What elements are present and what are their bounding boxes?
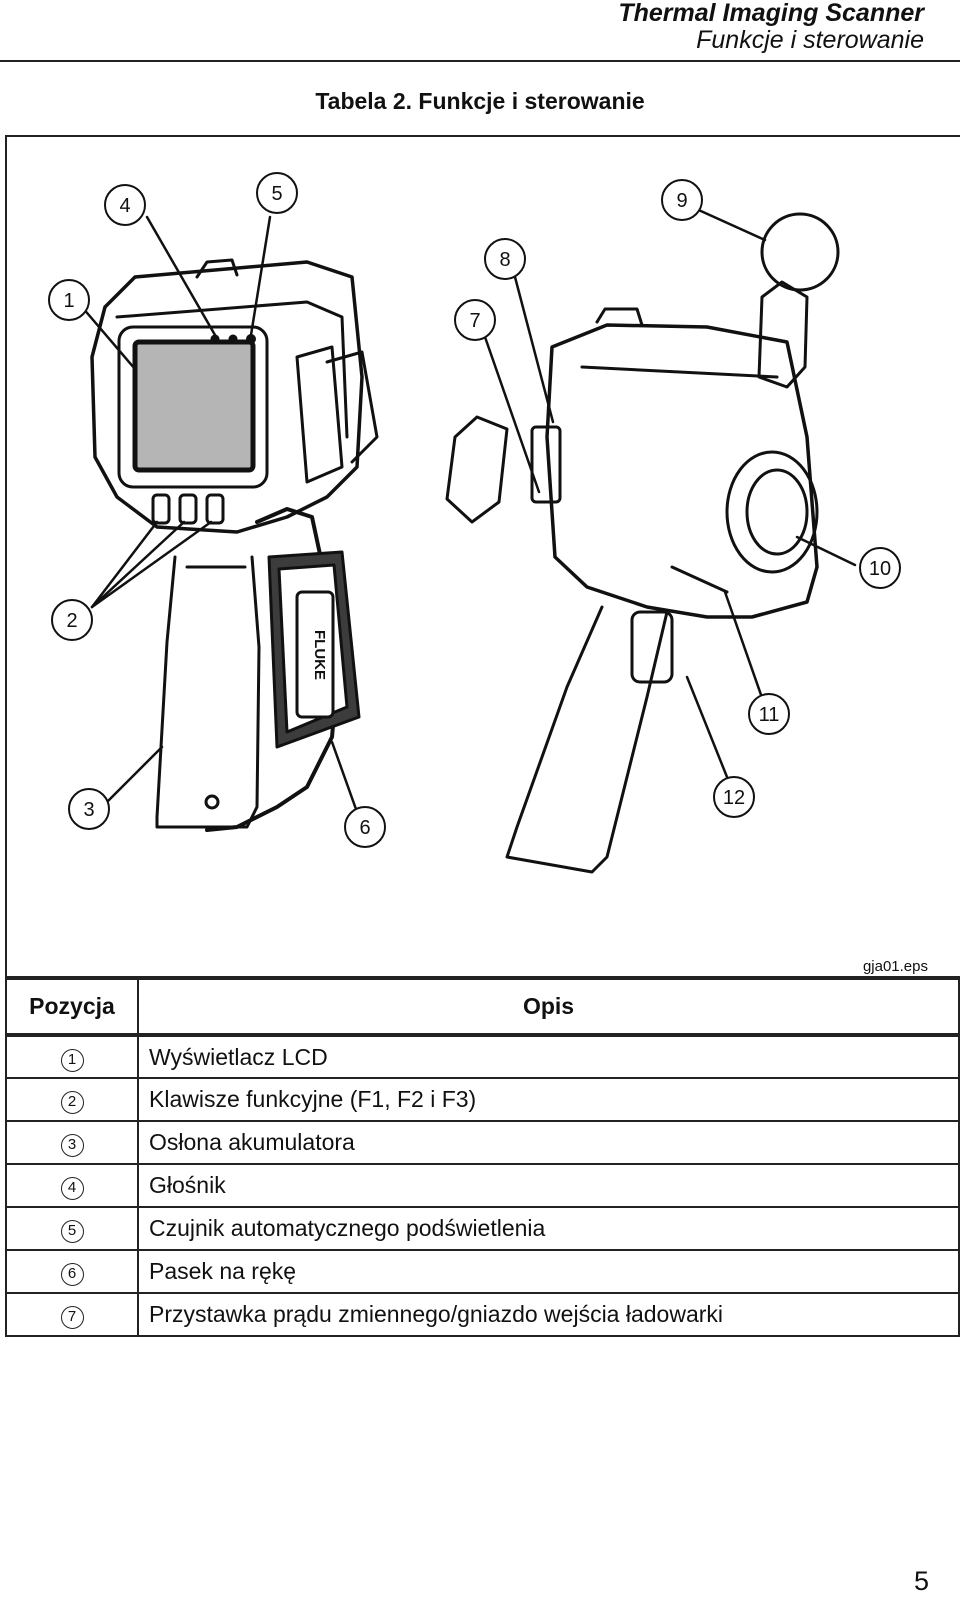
callout-2: 2 xyxy=(66,610,77,632)
position-cell: 1 xyxy=(5,1034,139,1079)
lens-housing xyxy=(725,450,819,574)
description-cell: Pasek na rękę xyxy=(137,1249,960,1294)
light-sensor-dot xyxy=(246,334,256,344)
lanyard-loop xyxy=(760,212,840,292)
position-cell: 7 xyxy=(5,1292,139,1337)
description-cell: Przystawka prądu zmiennego/gniazdo wejśc… xyxy=(137,1292,960,1337)
figure-frame: FLUKE xyxy=(5,135,960,979)
callout-1: 1 xyxy=(63,290,74,312)
page-number: 5 xyxy=(913,1566,929,1596)
table-row: 5 Czujnik automatycznego podświetlenia xyxy=(5,1206,960,1251)
description-cell: Głośnik xyxy=(137,1163,960,1208)
table-row: 3 Osłona akumulatora xyxy=(5,1120,960,1165)
callout-5: 5 xyxy=(271,183,282,205)
callout-11: 11 xyxy=(759,704,780,726)
function-key-f1 xyxy=(151,493,171,525)
position-number-badge: 7 xyxy=(60,1306,84,1329)
position-number-badge: 5 xyxy=(60,1220,84,1243)
callout-7: 7 xyxy=(469,310,480,332)
page-header: Thermal Imaging Scanner Funkcje i sterow… xyxy=(618,0,924,54)
description-cell: Wyświetlacz LCD xyxy=(137,1034,960,1079)
callout-8: 8 xyxy=(499,249,510,271)
trigger xyxy=(630,610,674,684)
table-row: 2 Klawisze funkcyjne (F1, F2 i F3) xyxy=(5,1077,960,1122)
callout-3: 3 xyxy=(83,799,94,821)
section-title: Funkcje i sterowanie xyxy=(696,26,924,54)
document-title: Thermal Imaging Scanner xyxy=(618,0,924,27)
function-key-f2 xyxy=(178,493,198,525)
description-cell: Klawisze funkcyjne (F1, F2 i F3) xyxy=(137,1077,960,1122)
table-caption: Tabela 2. Funkcje i sterowanie xyxy=(315,88,645,114)
position-cell: 2 xyxy=(5,1077,139,1122)
position-number-badge: 6 xyxy=(60,1263,84,1286)
brand-logo-text: FLUKE xyxy=(311,630,328,680)
function-key-f3 xyxy=(205,493,225,525)
table-body: 1 Wyświetlacz LCD 2 Klawisze funkcyjne (F1,… xyxy=(5,1034,960,1337)
table-row: 7 Przystawka prądu zmiennego/gniazdo wejś… xyxy=(5,1292,960,1337)
description-cell: Czujnik automatycznego podświetlenia xyxy=(137,1206,960,1251)
position-cell: 3 xyxy=(5,1120,139,1165)
position-number-badge: 2 xyxy=(60,1091,84,1114)
rear-view-device xyxy=(445,212,840,874)
strap-brand-tag xyxy=(295,590,335,719)
description-cell: Osłona akumulatora xyxy=(137,1120,960,1165)
position-number-badge: 4 xyxy=(60,1177,84,1200)
lcd-bezel xyxy=(117,325,269,489)
features-table: Pozycja Opis 1 Wyświetlacz LCD 2 Klawisze f… xyxy=(5,976,960,1337)
callout-4: 4 xyxy=(119,195,130,217)
callout-12: 12 xyxy=(723,787,745,809)
table-row: 4 Głośnik xyxy=(5,1163,960,1208)
table-row: 6 Pasek na rękę xyxy=(5,1249,960,1294)
position-number-badge: 1 xyxy=(60,1048,84,1072)
position-cell: 4 xyxy=(5,1163,139,1208)
speaker-dot xyxy=(210,334,220,344)
side-door xyxy=(445,415,509,524)
callout-10: 10 xyxy=(869,558,891,580)
position-number-badge: 3 xyxy=(60,1134,84,1157)
header-divider xyxy=(0,60,960,62)
table-header-row: Pozycja Opis xyxy=(5,976,960,1037)
thermal-scanner-illustration: FLUKE xyxy=(48,172,901,874)
position-cell: 5 xyxy=(5,1206,139,1251)
table-row: 1 Wyświetlacz LCD xyxy=(5,1034,960,1079)
column-header-position: Pozycja xyxy=(5,976,139,1037)
column-header-description: Opis xyxy=(137,976,960,1037)
callout-9: 9 xyxy=(676,190,687,212)
position-cell: 6 xyxy=(5,1249,139,1294)
front-view-device: FLUKE xyxy=(90,258,379,832)
battery-cover-latch xyxy=(204,794,220,810)
figure-file-label: gja01.eps xyxy=(862,958,928,975)
callout-6: 6 xyxy=(359,817,370,839)
lcd-screen xyxy=(132,339,256,473)
